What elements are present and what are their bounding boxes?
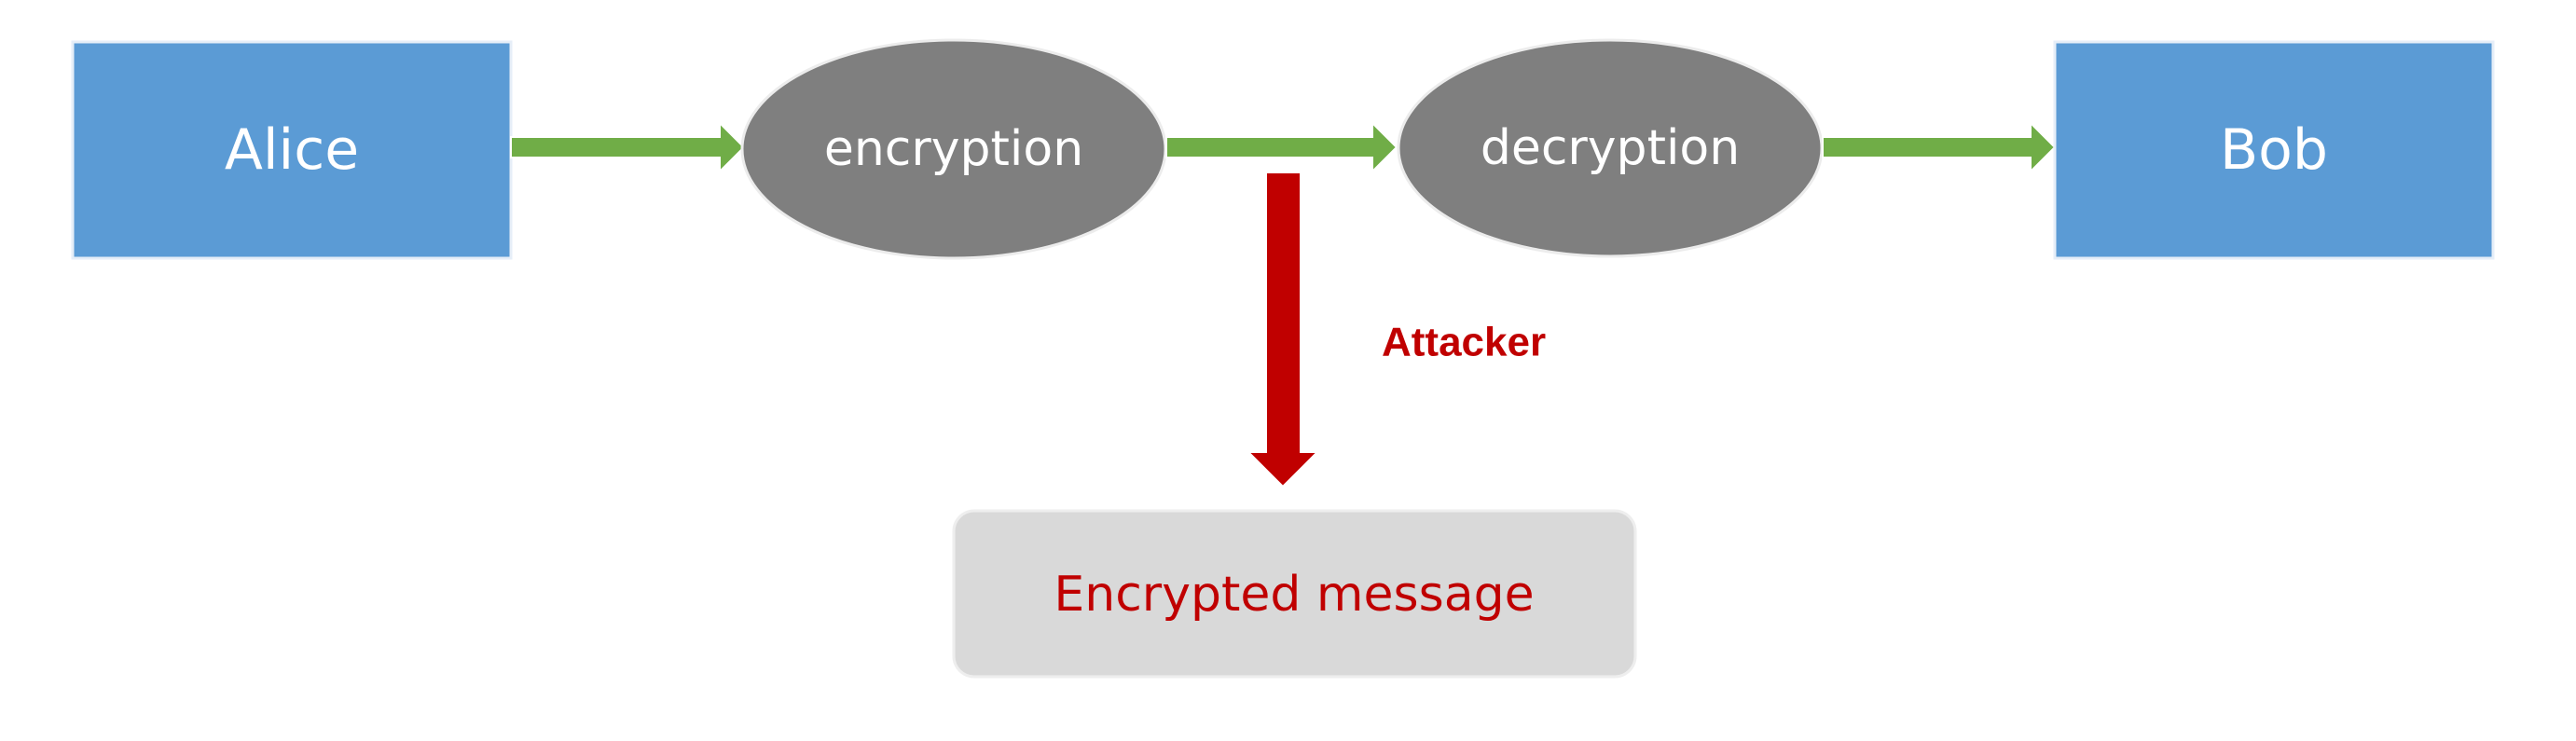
encrypted-message-node: Encrypted message bbox=[952, 509, 1637, 679]
bob-box bbox=[2053, 40, 2495, 260]
attacker-arrow bbox=[1246, 172, 1320, 488]
attacker-label: Attacker bbox=[1382, 320, 1546, 365]
alice-box bbox=[71, 40, 513, 260]
decryption-node: decryption bbox=[1397, 38, 1824, 258]
bob-node: Bob bbox=[2053, 40, 2495, 260]
decryption-label: decryption bbox=[1481, 120, 1740, 176]
alice-node: Alice bbox=[71, 40, 513, 260]
alice-label: Alice bbox=[225, 117, 359, 183]
flow-arrow-alice-to-encryption bbox=[510, 120, 746, 174]
encrypted-message-box bbox=[952, 509, 1637, 679]
bob-label: Bob bbox=[2220, 117, 2328, 183]
encryption-node: encryption bbox=[740, 38, 1167, 260]
encryption-label: encryption bbox=[824, 121, 1083, 177]
flow-arrow-decryption-to-bob bbox=[1822, 120, 2057, 174]
encrypted-message-label: Encrypted message bbox=[1054, 567, 1534, 623]
flow-arrow-encryption-to-decryption bbox=[1165, 120, 1398, 174]
